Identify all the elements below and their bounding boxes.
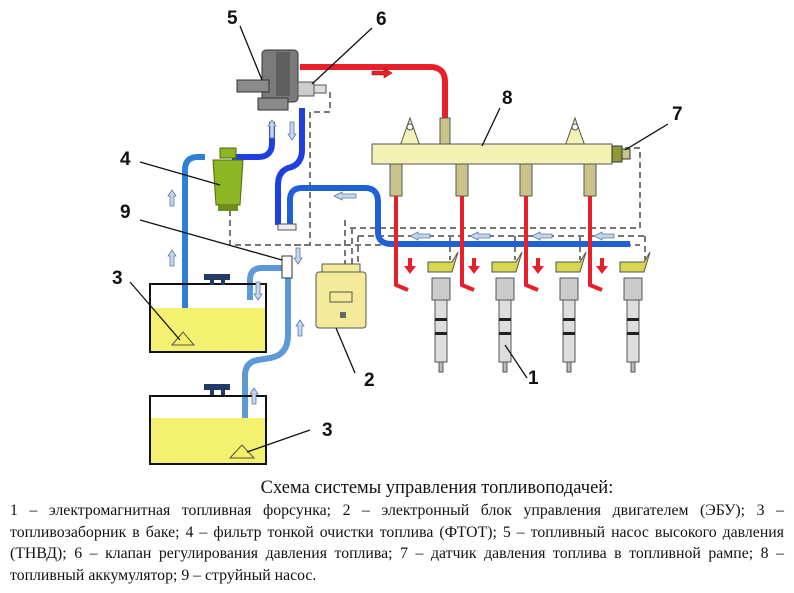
callout-6: 6 bbox=[376, 9, 387, 30]
high-pressure-line bbox=[300, 64, 448, 118]
injector-1 bbox=[427, 251, 459, 373]
injector-2 bbox=[491, 251, 523, 373]
return-line-injectors bbox=[287, 185, 630, 247]
injector-4 bbox=[619, 251, 651, 373]
line-jet-pump-tank1 bbox=[247, 265, 282, 300]
injectors bbox=[427, 251, 651, 373]
figure-caption: Схема системы управления топливоподачей:… bbox=[0, 476, 794, 586]
fuel-filter bbox=[212, 147, 244, 211]
pressure-control-valve bbox=[297, 81, 315, 97]
callout-3a: 3 bbox=[112, 268, 123, 289]
jet-pump bbox=[281, 255, 293, 279]
supply-line-filter-pump bbox=[232, 122, 275, 160]
callout-2: 2 bbox=[364, 370, 375, 391]
ecu bbox=[315, 263, 367, 329]
callout-4: 4 bbox=[120, 149, 131, 170]
caption-legend: 1 – электромагнитная топливная форсунка;… bbox=[10, 502, 784, 584]
injector-3 bbox=[555, 251, 587, 373]
return-line-pump bbox=[275, 108, 305, 225]
callout-labels: 5 6 8 7 4 9 3 2 1 3 bbox=[112, 8, 683, 441]
flow-arrows bbox=[167, 119, 615, 405]
tee-connector bbox=[277, 223, 297, 231]
fuel-system-diagram: 5 6 8 7 4 9 3 2 1 3 bbox=[112, 8, 683, 465]
callout-1: 1 bbox=[528, 368, 539, 389]
flow-arrow-right bbox=[371, 67, 393, 79]
fuel-rail bbox=[371, 116, 631, 197]
supply-line-tank-filter bbox=[182, 154, 205, 330]
fuel-tank-2 bbox=[149, 384, 267, 465]
callout-5: 5 bbox=[227, 8, 238, 29]
callout-7: 7 bbox=[672, 104, 683, 125]
line-jet-pump-tank2 bbox=[242, 268, 291, 450]
fuel-pickup-1 bbox=[170, 331, 196, 346]
injector-lines bbox=[394, 196, 603, 292]
fuel-tank-1 bbox=[149, 274, 267, 353]
callout-8: 8 bbox=[502, 88, 513, 109]
callout-3b: 3 bbox=[322, 420, 333, 441]
high-pressure-pump bbox=[236, 49, 327, 111]
rail-pressure-sensor bbox=[611, 145, 623, 163]
callout-9: 9 bbox=[120, 202, 131, 223]
caption-title: Схема системы управления топливоподачей: bbox=[260, 478, 614, 498]
leader-lines bbox=[129, 25, 669, 453]
